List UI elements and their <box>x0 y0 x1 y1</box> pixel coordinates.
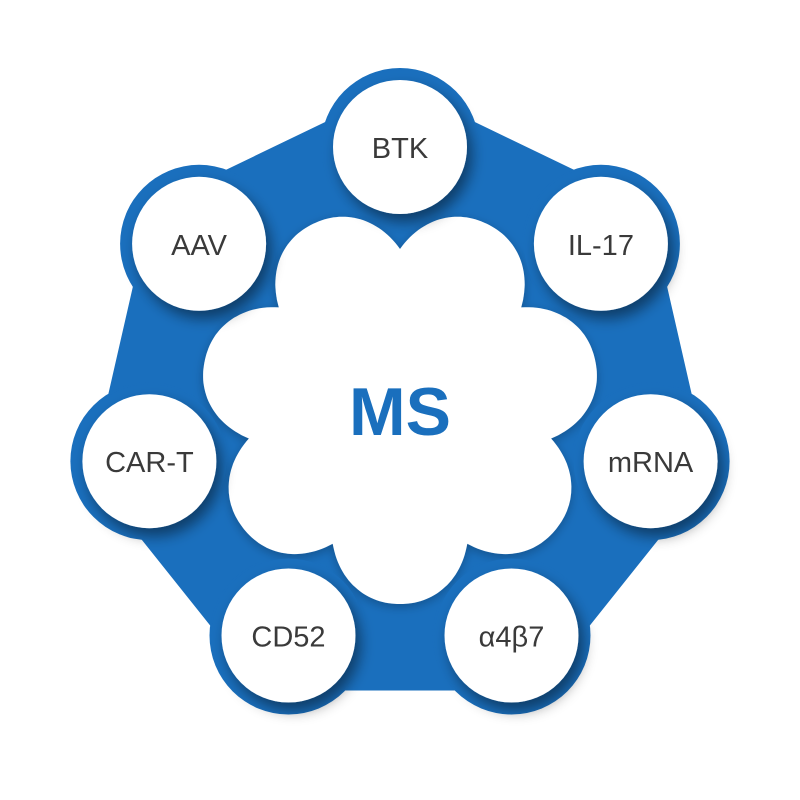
target-node: AAV <box>122 166 277 321</box>
node-circle <box>583 394 718 529</box>
center-area <box>203 216 597 604</box>
target-node: α4β7 <box>434 558 589 713</box>
center-label-ms: MS <box>349 374 451 450</box>
node-circle <box>82 394 217 529</box>
node-circle <box>132 176 267 311</box>
node-circle <box>221 568 356 703</box>
target-node: mRNA <box>573 384 728 539</box>
node-label: CAR-T <box>105 447 194 479</box>
target-node: CAR-T <box>72 384 227 539</box>
node-circle <box>444 568 579 703</box>
node-label: mRNA <box>608 447 694 479</box>
node-label: α4β7 <box>479 622 545 654</box>
target-node: IL-17 <box>523 166 678 321</box>
node-label: CD52 <box>251 622 325 654</box>
node-circle <box>533 176 668 311</box>
node-label: IL-17 <box>568 230 634 262</box>
node-label: BTK <box>372 133 429 165</box>
target-node: BTK <box>323 70 477 224</box>
node-circle <box>333 80 467 214</box>
target-node: CD52 <box>211 558 366 713</box>
target-nodes: BTK IL-17 mRNA α4β7 CD52 CAR-T AAV <box>72 70 728 713</box>
node-label: AAV <box>171 230 228 262</box>
center-white-area <box>203 216 597 604</box>
